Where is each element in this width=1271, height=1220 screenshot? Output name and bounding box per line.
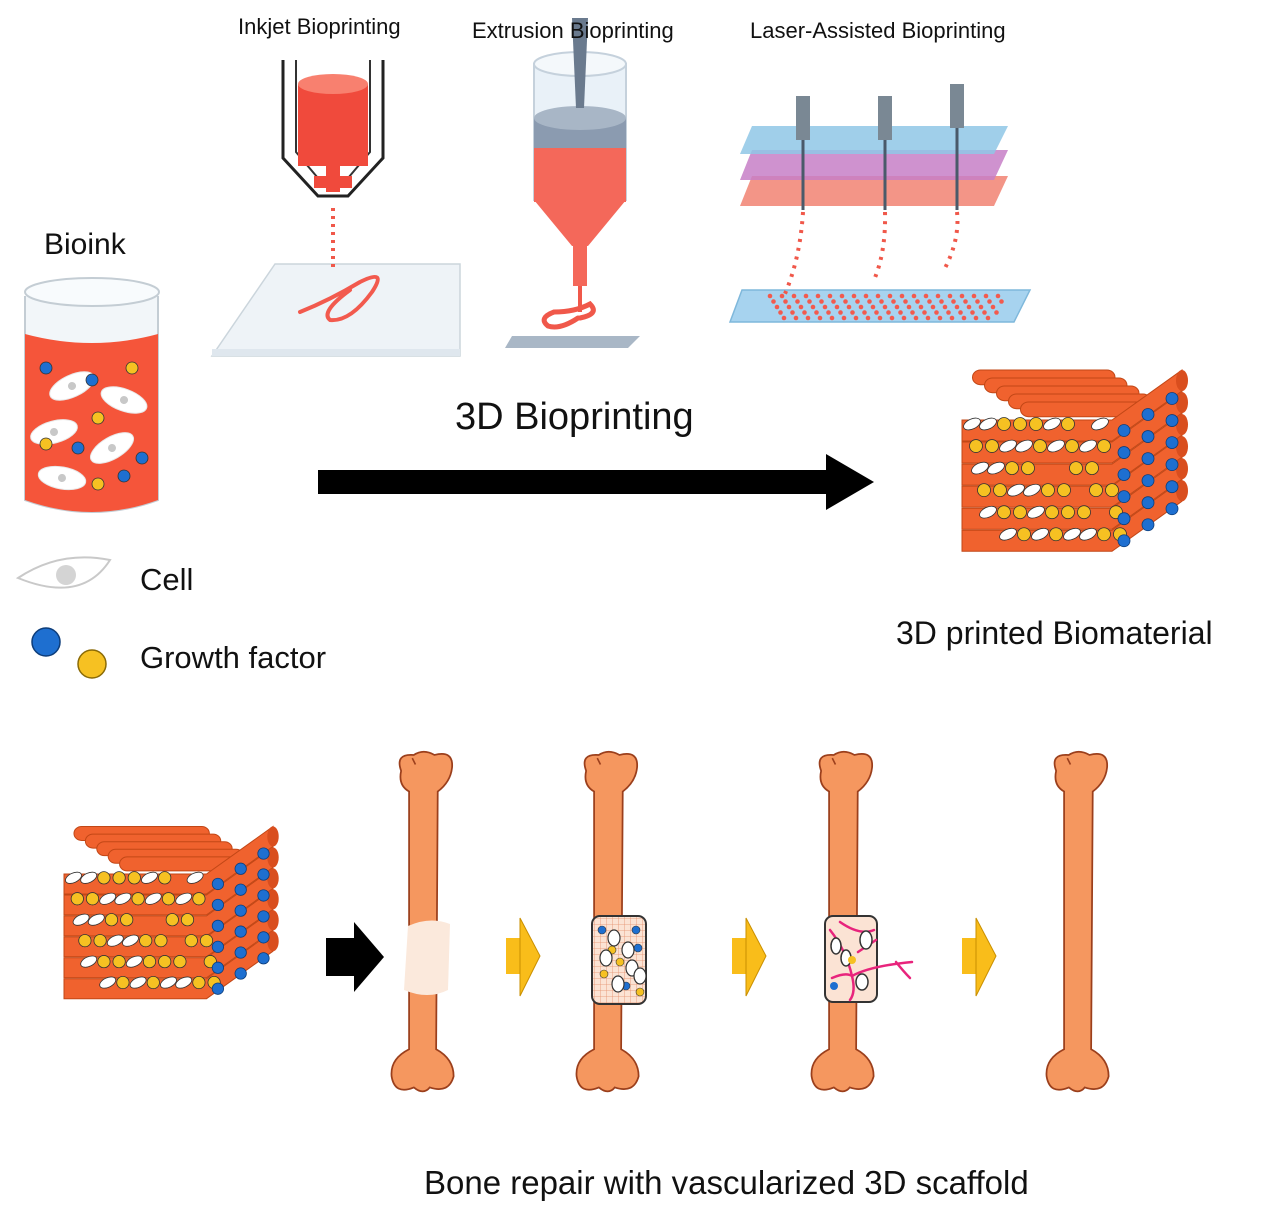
yellow-arrow-1 [506, 917, 541, 997]
laser-assisted-printer-illustration [728, 84, 1032, 323]
process-label: 3D Bioprinting [455, 396, 694, 438]
printed-scaffold-bottom [63, 825, 279, 1000]
bone-vascularized [810, 750, 914, 1093]
legend-growth-factor-icon [31, 627, 107, 679]
black-arrow-to-bone [326, 922, 384, 992]
legend-cell-label: Cell [140, 562, 194, 597]
healed-bone [1045, 750, 1110, 1093]
extrusion-printer-illustration [505, 18, 640, 348]
laser-assisted-label: Laser-Assisted Bioprinting [750, 18, 1006, 43]
legend-growth-factor-label: Growth factor [140, 640, 327, 675]
bioink-label: Bioink [44, 228, 126, 261]
extrusion-label: Extrusion Bioprinting [472, 18, 674, 43]
bone-with-defect [390, 750, 455, 1093]
bone-with-scaffold [575, 750, 647, 1093]
bioink-beaker [24, 277, 160, 513]
inkjet-printer-illustration [210, 60, 461, 357]
yellow-arrow-2 [732, 917, 767, 997]
legend-cell-icon [15, 556, 112, 589]
bioprinting-arrow [318, 454, 874, 510]
repair-caption: Bone repair with vascularized 3D scaffol… [424, 1164, 1029, 1201]
yellow-arrow-3 [962, 917, 997, 997]
product-label: 3D printed Biomaterial [896, 615, 1213, 651]
inkjet-label: Inkjet Bioprinting [238, 14, 401, 39]
printed-scaffold-top [961, 369, 1188, 552]
